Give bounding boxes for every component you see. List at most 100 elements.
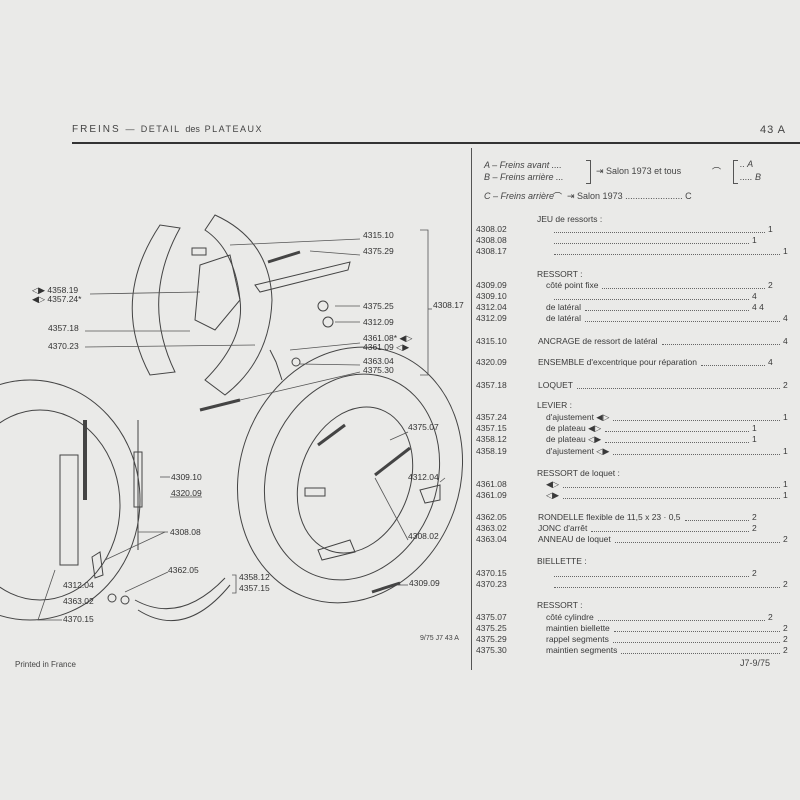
spring-4309-10 <box>133 420 143 550</box>
dot-leader <box>591 531 749 532</box>
callout-4320-09: 4320.09 <box>171 488 202 498</box>
dot-leader <box>577 388 780 389</box>
quantity-col-c: 4 <box>783 336 788 346</box>
part-number: 4361.08 <box>476 479 507 489</box>
dot-leader <box>554 232 765 233</box>
quantity-col-b: 1 <box>768 224 773 234</box>
part-description: maintien biellette <box>546 623 610 633</box>
part-number: 4357.18 <box>476 380 507 390</box>
dot-leader <box>554 587 780 588</box>
callout-4308-02: 4308.02 <box>408 531 439 541</box>
quantity-col-a: 4 <box>752 291 757 301</box>
callout-4308-08: 4308.08 <box>170 527 201 537</box>
callout-4357-18: 4357.18 <box>48 323 79 333</box>
section-heading: RESSORT de loquet : <box>537 468 620 478</box>
dot-leader <box>662 344 780 345</box>
part-description: LOQUET <box>538 380 573 390</box>
dot-leader <box>605 431 749 432</box>
callout-lines <box>37 229 446 621</box>
quantity-col-c: 2 <box>783 534 788 544</box>
page-title: FREINS — DETAIL des PLATEAUX <box>72 124 263 135</box>
quantity-col-c: 2 <box>783 623 788 633</box>
part-number: 4375.25 <box>476 623 507 633</box>
part-number: 4375.30 <box>476 645 507 655</box>
dot-leader <box>701 365 765 366</box>
part-number: 4370.23 <box>476 579 507 589</box>
dot-leader <box>602 288 765 289</box>
part-description: ANNEAU de loquet <box>538 534 611 544</box>
dot-leader <box>554 576 749 577</box>
callout-4357-24: ◀▷ 4357.24* <box>32 294 82 304</box>
quantity-col-b: 2 <box>768 612 773 622</box>
part-number: 4361.09 <box>476 490 507 500</box>
part-description: d'ajustement ◁▶ <box>546 446 610 456</box>
part-number: 4375.07 <box>476 612 507 622</box>
header-rule <box>72 142 800 144</box>
part-row: 4370.23 2 <box>476 579 788 590</box>
dot-leader <box>554 243 749 244</box>
part-number: 4363.04 <box>476 534 507 544</box>
part-number: 4309.10 <box>476 291 507 301</box>
figure-reference: 9/75 J7 43 A <box>420 635 459 642</box>
part-description: de plateau ◀▷ <box>546 423 602 433</box>
legend-right-a: .. A <box>740 159 754 169</box>
callout-4357-15: 4357.15 <box>239 583 270 593</box>
callout-4363-04: 4363.04 <box>363 356 394 366</box>
part-number: 4363.02 <box>476 523 507 533</box>
part-row: 4361.09◁▶1 <box>476 490 788 501</box>
part-description: côté point fixe <box>546 280 599 290</box>
section-heading: LEVIER : <box>537 400 572 410</box>
dot-leader <box>554 299 749 300</box>
title-detail: DETAIL <box>140 124 181 134</box>
quantity-col-c: 1 <box>783 446 788 456</box>
dot-leader <box>563 498 780 499</box>
part-description: côté cylindre <box>546 612 594 622</box>
part-number: 4315.10 <box>476 336 507 346</box>
part-number: 4309.09 <box>476 280 507 290</box>
part-number: 4362.05 <box>476 512 507 522</box>
callout-4315-10: 4315.10 <box>363 230 394 240</box>
part-row: 4320.09 ENSEMBLE d'excentrique pour répar… <box>476 357 788 368</box>
part-description: RONDELLE flexible de 11,5 x 23 · 0,5 <box>538 512 681 522</box>
brake-drum-left <box>0 379 141 621</box>
quantity-col-c: 1 <box>783 479 788 489</box>
printed-in-france: Printed in France <box>15 660 76 669</box>
quantity-col-a: 2 <box>752 512 757 522</box>
callout-4312-09: 4312.09 <box>363 317 394 327</box>
quantity-col-c: 1 <box>783 490 788 500</box>
page-code: J7-9/75 <box>740 658 771 668</box>
brake-shoe-top <box>131 214 351 412</box>
quantity-col-c: 4 <box>783 313 788 323</box>
dot-leader <box>613 454 780 455</box>
dot-leader <box>585 321 780 322</box>
part-description: ENSEMBLE d'excentrique pour réparation <box>538 357 697 367</box>
legend-ab-note: ⇥ Salon 1973 et tous <box>596 166 682 176</box>
dot-leader <box>605 442 749 443</box>
quantity-col-c: 2 <box>783 579 788 589</box>
title-plateaux: PLATEAUX <box>204 124 264 134</box>
part-number: 4375.29 <box>476 634 507 644</box>
part-description: JONC d'arrêt <box>538 523 588 533</box>
legend-a: A – Freins avant .... <box>484 160 562 170</box>
part-number: 4320.09 <box>476 357 507 367</box>
part-number: 4308.08 <box>476 235 507 245</box>
callout-4375-07: 4375.07 <box>408 422 439 432</box>
callout-4309-09: 4309.09 <box>409 578 440 588</box>
part-row: 4358.19 d'ajustement ◁▶ 1 <box>476 446 788 457</box>
part-description: d'ajustement ◀▷ <box>546 412 610 422</box>
part-number: 4308.17 <box>476 246 507 256</box>
legend-c: C – Freins arrière <box>484 191 555 201</box>
title-main: FREINS <box>72 124 121 135</box>
callout-4370-23: 4370.23 <box>48 341 79 351</box>
quantity-col-c: 2 <box>783 634 788 644</box>
callout-4312-04-right: 4312.04 <box>408 472 439 482</box>
legend-bracket <box>586 160 591 184</box>
brake-drum-right <box>236 346 464 604</box>
part-number: 4358.19 <box>476 446 507 456</box>
quantity-col-a: 1 <box>752 235 757 245</box>
